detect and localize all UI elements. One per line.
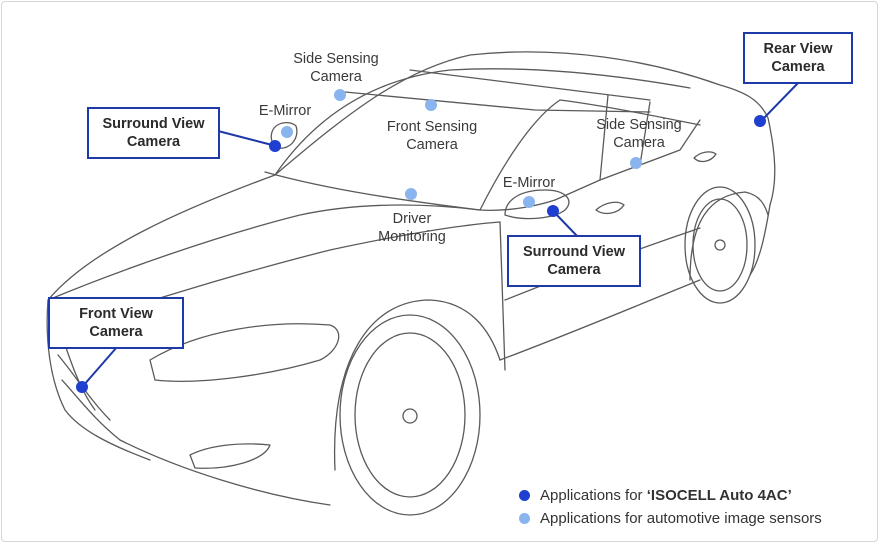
legend-primary-dot [519,490,530,501]
surround-view-camera-callout-right: Surround View Camera [507,235,641,287]
front-view-camera-dot [76,381,88,393]
rear-view-camera-callout: Rear View Camera [743,32,853,84]
surround-view-right-dot [547,205,559,217]
legend-primary-product: ‘ISOCELL Auto 4AC’ [646,487,792,504]
front-sensing-dot [425,99,437,111]
side-sensing-camera-label-top: Side Sensing Camera [293,51,379,85]
legend-secondary-text: Applications for automotive image sensor… [540,510,822,527]
legend-secondary-dot [519,513,530,524]
legend-item-primary: Applications for ‘ISOCELL Auto 4AC’ [519,484,822,507]
e-mirror-left-dot [281,126,293,138]
side-sensing-top-dot [334,89,346,101]
surround-view-left-dot [269,140,281,152]
rear-view-camera-dot [754,115,766,127]
e-mirror-right-dot [523,196,535,208]
front-sensing-camera-label: Front Sensing Camera [386,119,478,153]
e-mirror-label-right: E-Mirror [502,175,556,191]
legend: Applications for ‘ISOCELL Auto 4AC’ Appl… [519,484,822,530]
front-view-camera-callout: Front View Camera [48,297,184,349]
legend-primary-prefix: Applications for [540,487,647,504]
e-mirror-label-left: E-Mirror [258,103,312,119]
legend-item-secondary: Applications for automotive image sensor… [519,507,822,530]
side-sensing-right-dot [630,157,642,169]
driver-monitoring-dot [405,188,417,200]
surround-view-camera-callout-left: Surround View Camera [87,107,220,159]
side-sensing-camera-label-right: Side Sensing Camera [596,117,682,151]
driver-monitoring-label: Driver Monitoring [378,211,446,245]
